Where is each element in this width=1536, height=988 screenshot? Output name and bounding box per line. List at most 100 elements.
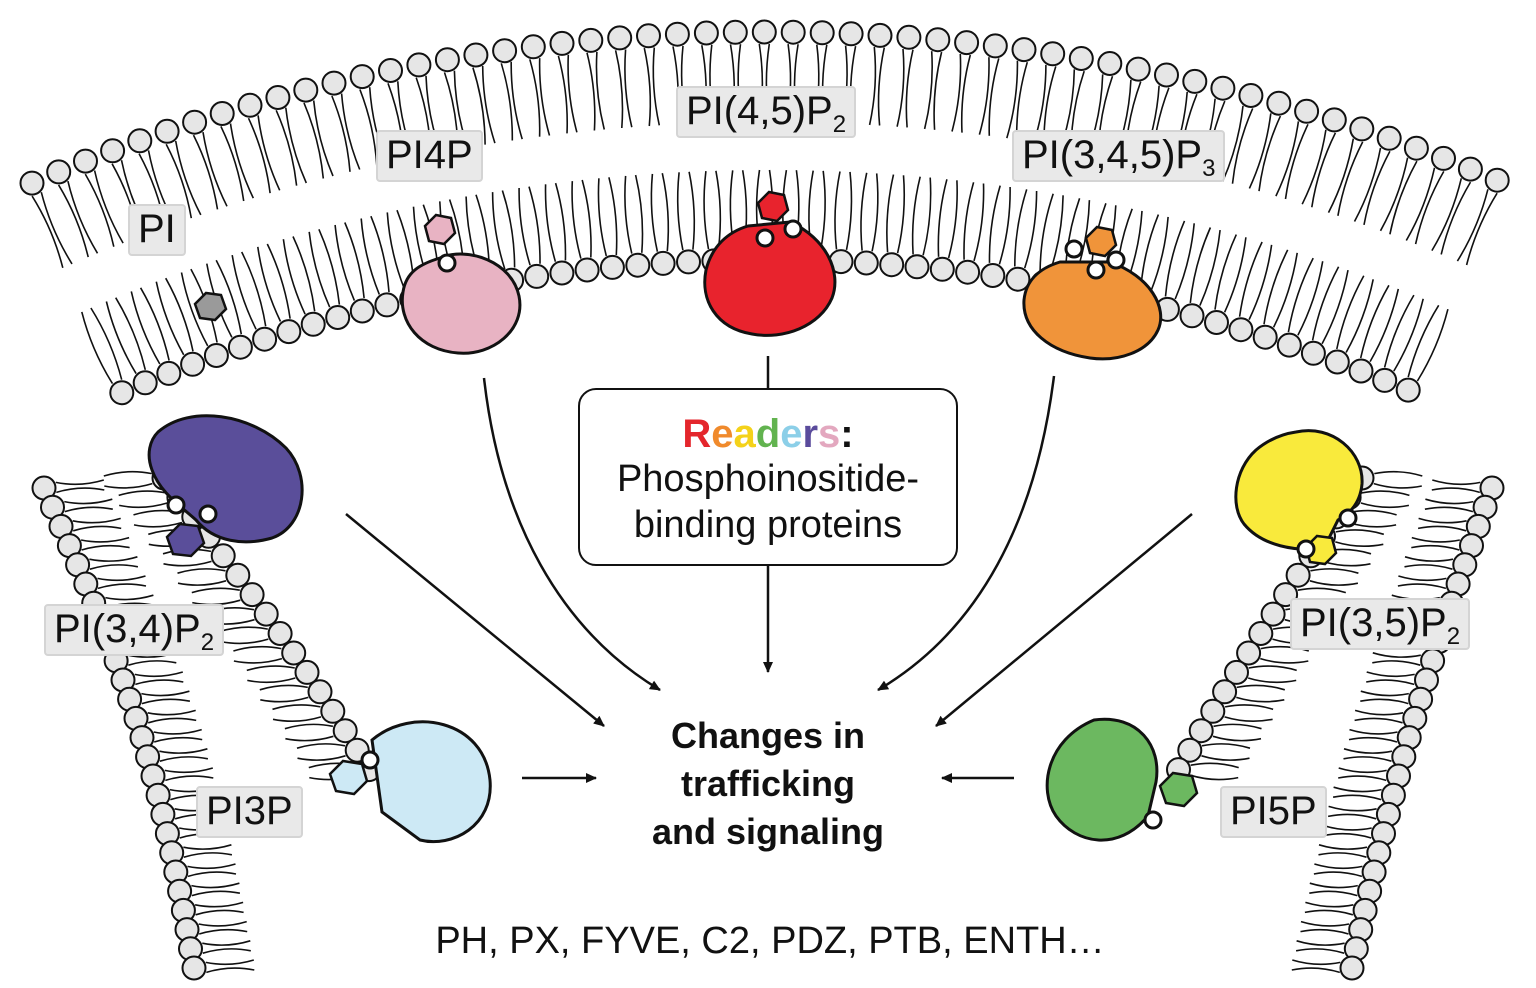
lipid [1404, 552, 1478, 578]
lipid [1006, 37, 1037, 140]
readers-letter: e [780, 412, 803, 456]
lipid [81, 307, 135, 406]
lipid [129, 725, 203, 751]
lipid [1372, 294, 1424, 393]
lipid [155, 277, 206, 377]
label-pi3p: PI3P [196, 786, 303, 838]
pi35p2-reader-protein [1234, 429, 1364, 566]
lipid [923, 27, 951, 130]
lipid [296, 737, 370, 763]
readers-letter: R [682, 412, 712, 456]
left-membrane-bilayer [31, 465, 382, 981]
outcome-text: Changes in trafficking and signaling [600, 712, 936, 856]
outcome-line3: and signaling [651, 811, 884, 852]
lipid [110, 667, 184, 693]
pi45p2-reader-protein [703, 190, 837, 337]
lipid [321, 70, 361, 172]
lipid [1300, 266, 1349, 366]
lipid [1154, 220, 1195, 322]
lipid [1252, 249, 1298, 350]
lipid [1456, 167, 1510, 266]
lipid [123, 705, 197, 731]
pi345p3-reader-protein [1022, 225, 1163, 361]
lipid [1431, 156, 1483, 255]
lipid [130, 287, 182, 386]
lipid [624, 174, 651, 278]
lipid [349, 64, 388, 166]
lipid [1405, 145, 1456, 245]
lipid [308, 228, 351, 330]
lipid [597, 177, 625, 280]
lipid [1343, 744, 1417, 770]
readers-letter: e [711, 412, 734, 456]
lipid [1379, 135, 1429, 235]
lipid [896, 24, 922, 128]
label-pi: PI [128, 204, 186, 256]
lipid [56, 533, 130, 559]
lipid [879, 174, 906, 278]
lipid [1417, 513, 1491, 539]
lipid [544, 182, 575, 286]
readers-line1: Phosphoinositide- [616, 458, 920, 500]
lipid [1224, 659, 1297, 685]
lipid [105, 297, 158, 396]
lipid [664, 21, 690, 125]
lipid [1360, 686, 1434, 712]
lipid [904, 176, 932, 280]
pi4p-reader-protein [400, 213, 522, 355]
lipid [1228, 241, 1273, 343]
lipid [1236, 640, 1310, 666]
label-pi34p2: PI(3,4)P2 [44, 604, 225, 656]
lipid [177, 562, 251, 588]
lipid [1323, 821, 1396, 847]
lipid [492, 38, 523, 141]
lipid [978, 33, 1008, 136]
lipid [48, 513, 122, 539]
lipid [233, 640, 307, 666]
lipid [257, 243, 302, 345]
arrow-pi4p [482, 377, 661, 692]
lipid [1275, 98, 1320, 200]
lipid [853, 172, 879, 276]
lipid [607, 25, 633, 129]
pi34p2-reader-protein [147, 414, 304, 558]
label-pi35p2: PI(3,5)P2 [1290, 598, 1471, 650]
arrow-pi34p2 [345, 513, 605, 727]
lipid [282, 236, 326, 337]
lipid [209, 101, 255, 202]
lipid [284, 718, 358, 744]
lipid [1348, 725, 1422, 751]
lipid [1222, 83, 1264, 184]
lipid [237, 92, 281, 194]
lipid [1324, 275, 1374, 375]
lipid [360, 215, 400, 318]
lipid [46, 159, 99, 258]
lipid [1327, 801, 1401, 827]
lipid [1248, 90, 1292, 192]
lipid [1395, 304, 1449, 403]
lipid [1424, 494, 1498, 520]
lipid [549, 30, 578, 134]
lipid [73, 148, 124, 247]
lipid [31, 475, 105, 501]
readers-letter: d [755, 412, 781, 456]
lipid [159, 840, 233, 866]
lipid [520, 34, 551, 137]
lipid [1366, 667, 1439, 693]
lipid [518, 186, 550, 289]
lipid [65, 552, 139, 578]
lipid [117, 686, 191, 712]
lipid [219, 621, 293, 646]
readers-letter: s [818, 412, 841, 456]
lipid [1033, 41, 1066, 144]
arrow-pi345p3 [877, 375, 1056, 692]
lipid [140, 763, 214, 789]
lipid [1177, 737, 1251, 763]
lipid [162, 543, 236, 569]
lipid [1212, 679, 1286, 705]
lipid [951, 30, 980, 133]
lipid [1338, 763, 1411, 789]
lipid [1141, 62, 1179, 165]
